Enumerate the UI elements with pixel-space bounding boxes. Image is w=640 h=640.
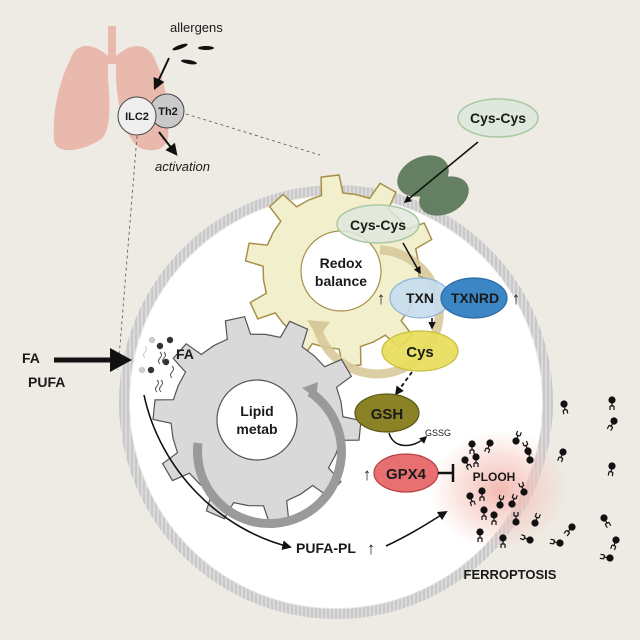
intracellular-cystine-label: Cys-Cys [350, 217, 406, 233]
lipid-cycle-arrow [193, 388, 346, 528]
lipid-particle [472, 453, 480, 467]
pufa-pl-up-arrow: ↑ [367, 539, 376, 558]
lipid-particle [549, 538, 564, 547]
lipid-particle [610, 536, 620, 551]
redox-label-line1: Redox [320, 255, 363, 271]
pufa-pl-label: PUFA-PL [296, 540, 356, 556]
lipid-particle [606, 417, 618, 431]
lipid-particle [499, 534, 507, 548]
lipid-particle [525, 449, 534, 464]
extracellular-cystine [457, 98, 539, 138]
pufa-pl-to-plooh-arrow [385, 510, 448, 547]
fa-input-label: FA [22, 350, 40, 366]
gpx4-up-arrow: ↑ [363, 465, 372, 484]
txnrd-label: TXNRD [451, 290, 499, 306]
fa-to-pufa-pl-arrow [143, 394, 292, 550]
gpx4-inhibition [438, 464, 455, 482]
ilc2-label: ILC2 [125, 111, 149, 123]
lipid-particle [557, 448, 567, 463]
lipid-label-line1: Lipid [240, 403, 273, 419]
cys-label: Cys [406, 344, 434, 361]
lipid-label-line2: metab [236, 421, 277, 437]
lipid-particle [484, 439, 494, 454]
zoom-guide-line-right [185, 113, 321, 156]
cystine-transporter [397, 155, 469, 216]
ferroptosis-label: FERROPTOSIS [464, 567, 557, 582]
lipid-particle [560, 400, 569, 415]
lipid-particle [478, 487, 486, 501]
fa-label: FA [176, 346, 194, 362]
cys-node [381, 330, 459, 372]
lipid-particle [512, 512, 520, 526]
lipid-particle [607, 462, 616, 477]
lipid-particle [608, 396, 616, 410]
gsh-node [354, 393, 420, 433]
lipid-particle [466, 492, 476, 507]
cystine-import-arrow [403, 141, 479, 203]
gpx4-label: GPX4 [386, 466, 427, 483]
pufa-input-label: PUFA [28, 374, 65, 390]
allergen-arrow [153, 57, 170, 91]
lipid-particle [518, 481, 528, 496]
gsh-label: GSH [371, 406, 404, 423]
cystine-to-txn-arrow [402, 242, 421, 275]
lipid-gear [152, 315, 362, 528]
lipid-particle [480, 506, 488, 520]
ilc2-cell [117, 96, 157, 136]
txn-label: TXN [406, 290, 434, 306]
txnrd-up-arrow: ↑ [512, 289, 521, 308]
ferroptosis-glow [430, 430, 570, 550]
lipid-particle [476, 528, 484, 542]
lipid-particle [519, 534, 534, 544]
th2-label: Th2 [158, 106, 178, 118]
txn-up-arrow: ↑ [377, 289, 386, 308]
lipid-particle [512, 430, 522, 445]
cys-to-gsh-arrow [394, 371, 413, 396]
lipid-particle [496, 494, 505, 509]
lipid-particle [599, 553, 614, 562]
lipid-particle [600, 514, 612, 528]
allergens-label: allergens [170, 20, 223, 35]
lipid-particle [490, 511, 498, 525]
gssg-label: GSSG [425, 428, 451, 438]
lipid-peroxide-particles [461, 396, 620, 562]
plooh-label: PLOOH [473, 470, 516, 484]
activation-label: activation [155, 159, 210, 174]
extracellular-cystine-label: Cys-Cys [470, 110, 526, 126]
activation-arrow [158, 131, 178, 156]
intracellular-cystine [336, 204, 420, 244]
txnrd-node [440, 277, 508, 319]
allergen-particles [172, 43, 214, 65]
lipid-particle [461, 456, 473, 470]
fatty-acid-icons [138, 336, 174, 393]
lipid-particle [508, 493, 518, 508]
lipid-particle [563, 523, 576, 537]
lipid-particle [468, 440, 476, 454]
gsh-to-gssg-arrow [388, 432, 428, 447]
lung-icon [53, 26, 169, 151]
redox-label-line2: balance [315, 273, 367, 289]
lipid-particle [531, 512, 541, 527]
